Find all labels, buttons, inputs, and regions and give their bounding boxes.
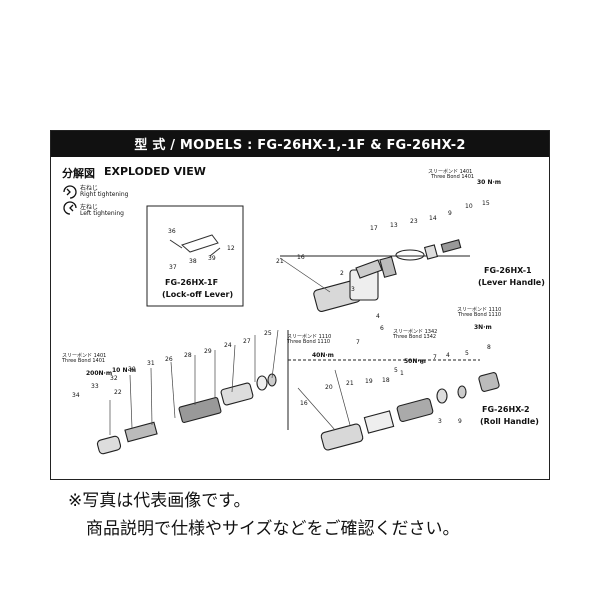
left-bond-en: Three Bond 1401 [62,358,106,364]
tool-body-assembly [96,373,277,455]
lock-off-model: FG-26HX-1F [165,278,219,287]
part-label: 21 [276,258,284,265]
mid2-bond-en: Three Bond 1342 [393,334,437,340]
exploded-view-en: EXPLODED VIEW [104,165,206,178]
lock-off-name: (Lock-off Lever) [162,290,234,299]
part-label: 25 [264,330,272,337]
left-torque-a: 200N·m [86,370,113,377]
part-label: 24 [224,342,232,349]
top-torque: 30 N·m [477,179,501,186]
part-label: 20 [325,384,333,391]
part-label: 22 [114,389,122,396]
part-label: 9 [458,418,462,425]
part-label: 36 [168,228,176,235]
legend-right-jp: 右ねじ [80,185,99,192]
legend-right-en: Right tightening [80,191,129,198]
part-label: 17 [370,225,378,232]
mid-bond-en: Three Bond 1110 [287,339,331,345]
part-label: 6 [380,325,384,332]
disclaimer-line-1: ※写真は代表画像です。 [68,491,251,511]
part-label: 4 [376,313,380,320]
part-label: 6 [420,359,424,366]
part-label: 7 [356,339,360,346]
exploded-diagram [50,130,550,480]
right-bond-en: Three Bond 1110 [458,312,502,318]
left-bond-jp: スリーボンド 1401 [62,353,107,359]
part-label: 23 [410,218,418,225]
part-label: 10 [465,203,473,210]
models-header: 型 式 / MODELS : FG-26HX-1,-1F & FG-26HX-2 [50,130,550,157]
top-bond-jp: スリーボンド 1401 [428,169,473,175]
part-label: 7 [433,354,437,361]
rotation-left-icon [63,201,77,215]
lock-off-box [146,205,244,307]
legend-left-en: Left tightening [80,210,124,217]
part-label: 2 [340,270,344,277]
exploded-view-sheet: 型 式 / MODELS : FG-26HX-1,-1F & FG-26HX-2 [50,130,550,480]
part-label: 37 [169,264,177,271]
part-label: 9 [448,210,452,217]
part-label: 39 [208,255,216,262]
part-label: 12 [227,245,235,252]
left-torque-b: 10 N·m [112,367,136,374]
part-label: 38 [189,258,197,265]
part-label: 30 [128,366,136,373]
part-label: 15 [482,200,490,207]
leader-lines [109,257,351,435]
part-label: 14 [429,215,437,222]
roll-handle-assembly [320,372,500,451]
part-label: 13 [390,222,398,229]
part-label: 19 [365,378,373,385]
sheet-border [50,130,550,480]
rotation-right-icon [63,185,77,199]
disclaimer-line-2: 商品説明で仕様やサイズなどをご確認ください。 [86,519,460,539]
part-label: 28 [184,352,192,359]
disclaimer-note: ※写真は代表画像です。 商品説明で仕様やサイズなどをご確認ください。 [68,487,460,543]
part-label: 16 [300,400,308,407]
mid2-bond-jp: スリーボンド 1342 [393,329,438,335]
part-label: 32 [110,375,118,382]
lever-model: FG-26HX-1 [484,266,532,275]
part-label: 3 [438,418,442,425]
top-bond-en: Three Bond 1401 [431,174,475,180]
exploded-view-jp: 分解図 [62,167,95,180]
part-label: 27 [243,338,251,345]
roll-name: (Roll Handle) [480,417,539,426]
right-bond-jp: スリーボンド 1110 [457,307,502,313]
part-label: 5 [465,350,469,357]
lever-name: (Lever Handle) [478,278,545,287]
part-label: 8 [487,344,491,351]
part-label: 31 [147,360,155,367]
part-label: 29 [204,348,212,355]
part-label: 3 [351,286,355,293]
lock-off-lever-parts [169,234,221,257]
legend-left-jp: 左ねじ [80,204,99,211]
roll-model: FG-26HX-2 [482,405,530,414]
part-label: 1 [400,370,404,377]
part-label: 5 [394,367,398,374]
part-label: 16 [297,254,305,261]
part-label: 34 [72,392,80,399]
right-torque: 3N·m [474,324,492,331]
part-label: 21 [346,380,354,387]
mid-bond-jp: スリーボンド 1110 [287,334,332,340]
mid2-torque: 50N·m [404,358,426,365]
mid-torque: 40N·m [312,352,334,359]
part-label: 26 [165,356,173,363]
part-label: 4 [446,352,450,359]
lever-handle-assembly [313,239,462,312]
part-label: 18 [382,377,390,384]
part-label: 33 [91,383,99,390]
